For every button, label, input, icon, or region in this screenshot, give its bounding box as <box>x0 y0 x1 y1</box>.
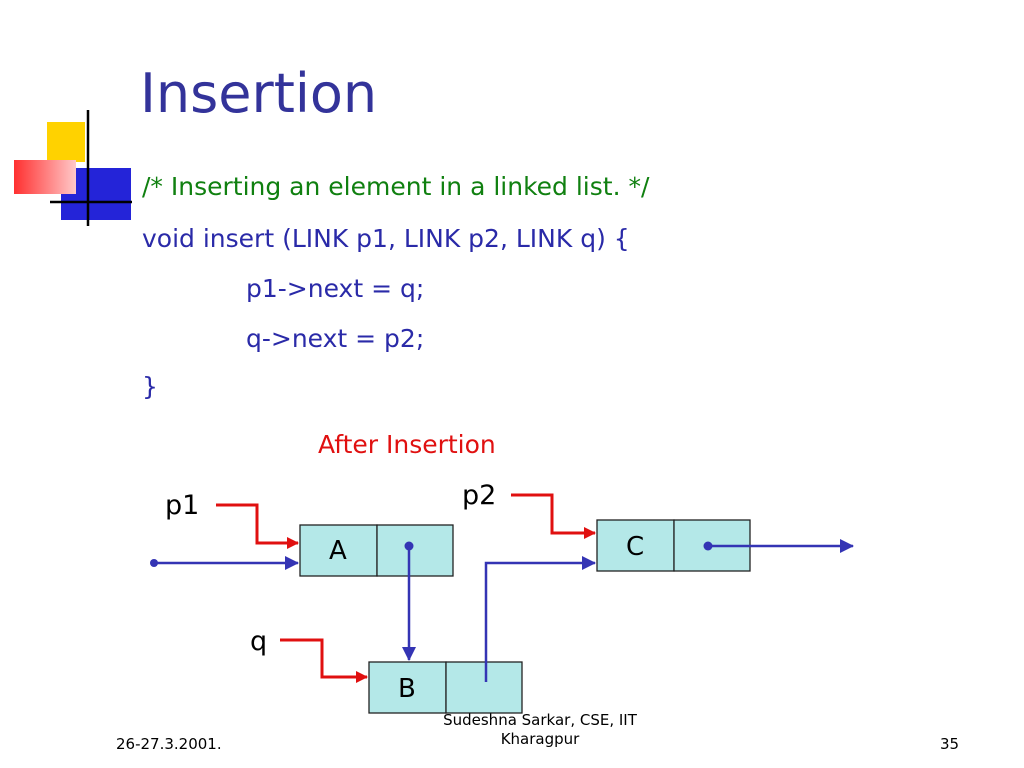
p1-pointer-arrow <box>216 503 299 549</box>
pointer-label-p2: p2 <box>462 480 497 511</box>
node-c-data-cell <box>596 519 675 572</box>
code-closing-brace: } <box>142 372 158 401</box>
p2-pointer-arrow <box>511 493 596 539</box>
node-b-label: B <box>398 674 416 704</box>
slide-logo <box>14 110 132 226</box>
q-pointer-arrow <box>280 638 368 683</box>
logo-yellow-square <box>47 122 85 162</box>
node-c-label: C <box>626 532 645 562</box>
slide-title: Insertion <box>140 62 378 125</box>
pointer-label-q: q <box>250 626 268 657</box>
pointer-label-p1: p1 <box>165 490 200 521</box>
footer-author-line1: Sudeshna Sarkar, CSE, IIT <box>443 711 637 729</box>
node-b <box>368 661 523 714</box>
node-a-data-cell <box>299 524 378 577</box>
slide-page-number: 35 <box>940 735 960 753</box>
diagram-caption: After Insertion <box>318 430 496 459</box>
node-b-next-cell <box>445 661 523 714</box>
logo-red-bar <box>14 160 76 194</box>
code-line-p1-next: p1->next = q; <box>246 274 425 303</box>
node-a-label: A <box>329 536 347 566</box>
footer-author-line2: Kharagpur <box>500 730 580 748</box>
code-line-q-next: q->next = p2; <box>246 324 425 353</box>
node-a <box>299 524 454 577</box>
node-b-data-cell <box>368 661 447 714</box>
b-to-c-link-arrow <box>484 556 596 682</box>
footer-author: Sudeshna Sarkar, CSE, IIT Kharagpur <box>410 711 670 749</box>
footer-date: 26-27.3.2001. <box>116 735 222 753</box>
code-function-signature: void insert (LINK p1, LINK p2, LINK q) { <box>142 224 630 253</box>
node-a-next-cell <box>376 524 454 577</box>
code-comment: /* Inserting an element in a linked list… <box>142 172 650 201</box>
